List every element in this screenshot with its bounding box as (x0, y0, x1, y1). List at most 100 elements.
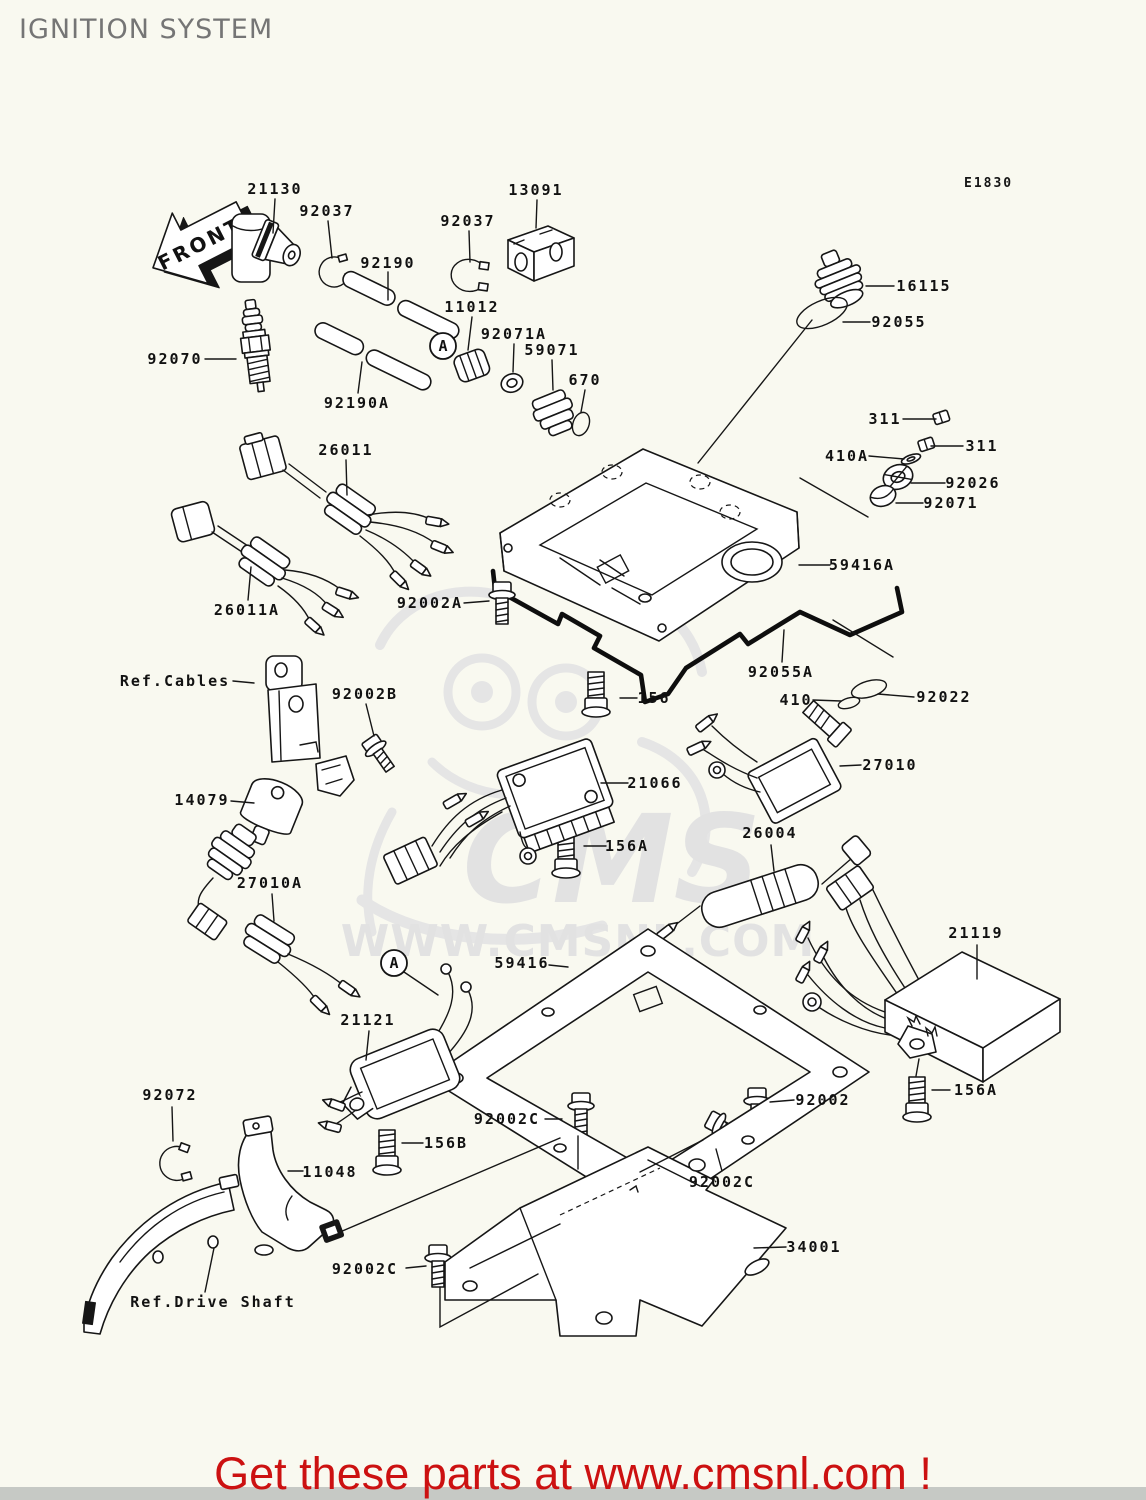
part-label: 156A (604, 837, 650, 855)
part-label: 311 (965, 437, 999, 455)
part-label: 14079 (174, 791, 230, 809)
drive-shaft-guard-drawing (82, 1173, 240, 1335)
holder-drawing (507, 225, 575, 282)
grommet-drawing (869, 484, 897, 508)
part-label: 21066 (627, 774, 683, 792)
part-label: 34001 (786, 1238, 842, 1256)
grommet-drawing (882, 463, 914, 491)
part-label: 92002B (331, 685, 399, 703)
tube-drawing (342, 270, 460, 340)
grommet-drawing (500, 372, 524, 394)
cable-bracket-drawing (265, 655, 321, 763)
regulator-drawing (383, 738, 615, 885)
part-label: 410A (824, 447, 870, 465)
leader-lines (171, 198, 978, 1329)
part-label: 92002 (795, 1091, 851, 1109)
part-label: 92002C (331, 1260, 399, 1278)
case-gasket-plate-drawing (427, 928, 870, 1219)
bolt-drawing (567, 1092, 595, 1136)
part-label: 92190 (360, 254, 416, 272)
part-label: 11048 (302, 1163, 358, 1181)
part-label: 92072 (142, 1086, 198, 1104)
page-title: IGNITION SYSTEM (19, 14, 274, 45)
cover-gasket-drawing (490, 568, 905, 705)
o-ring-drawing (571, 411, 591, 437)
svg-text:A: A (389, 954, 398, 972)
part-label: 26011A (213, 601, 281, 619)
nut-drawing (932, 409, 951, 426)
part-label: 92002C (688, 1173, 756, 1191)
part-label: 11012 (444, 298, 500, 316)
part-label: 410 (779, 691, 813, 709)
footer-promo-text[interactable]: Get these parts at www.cmsnl.com ! (214, 1448, 932, 1499)
igniter-bracket-drawing (444, 1146, 787, 1337)
part-label: 311 (868, 410, 902, 428)
part-label: 92071 (923, 494, 979, 512)
watermark-url-text: WWW.CMSNL.COM (341, 916, 816, 967)
holder-drawing (239, 755, 355, 846)
part-label: 92055A (747, 663, 815, 681)
clamp-drawing (159, 1142, 193, 1182)
igniter-drawing (795, 865, 1061, 1083)
bolt-drawing (361, 733, 395, 773)
part-label: 59416A (828, 556, 896, 574)
part-label: 92055 (871, 313, 927, 331)
bracket-drawing (237, 1115, 345, 1256)
diagram-code: E1830 (964, 176, 1014, 191)
markers-group: AA (380, 332, 457, 977)
part-label: 13091 (508, 181, 564, 199)
spark-plug-drawing (239, 298, 272, 393)
filler-cap-drawing (814, 249, 864, 309)
part-label: 156A (953, 1081, 999, 1099)
part-label: 26004 (742, 824, 798, 842)
tube-drawing (314, 322, 432, 391)
part-label: 59071 (524, 341, 580, 359)
callout-marker: A (429, 332, 457, 360)
nut-drawing (917, 436, 936, 453)
part-label: 92037 (440, 212, 496, 230)
sensor-drawing (656, 835, 872, 941)
lead-wire-drawing (239, 431, 454, 591)
part-label: 92037 (299, 202, 355, 220)
bolt-drawing (424, 1244, 452, 1288)
switch-drawing (686, 699, 852, 824)
part-label: 156B (423, 1134, 469, 1152)
part-label: 92190A (323, 394, 391, 412)
part-label: 92022 (916, 688, 972, 706)
part-label: 92002C (473, 1110, 541, 1128)
part-label: 21119 (948, 924, 1004, 942)
part-label: 92071A (480, 325, 548, 343)
part-label: 92070 (147, 350, 203, 368)
part-label: 21121 (340, 1011, 396, 1029)
part-label: 156 (637, 689, 671, 707)
part-label: 670 (568, 371, 602, 389)
bolt-drawing (372, 1129, 402, 1176)
part-label: 92026 (945, 474, 1001, 492)
o-ring-drawing (796, 296, 848, 330)
part-label: 26011 (318, 441, 374, 459)
bolt-drawing (488, 581, 516, 625)
part-label: 27010A (236, 874, 304, 892)
electric-case-cover-drawing (499, 448, 800, 642)
washer-drawing (850, 679, 888, 699)
part-label: Ref.Drive Shaft (130, 1293, 296, 1311)
joint-drawing (531, 389, 574, 437)
part-label: Ref.Cables (119, 672, 231, 690)
bolt-drawing (581, 671, 611, 718)
lead-wire-drawing (170, 500, 360, 636)
part-label: 92002A (396, 594, 464, 612)
svg-text:A: A (438, 337, 447, 355)
bolt-drawing (902, 1076, 932, 1123)
bottom-scroll-band[interactable] (0, 1487, 1146, 1500)
switch-drawing (187, 823, 361, 1016)
part-label: 59416 (494, 954, 550, 972)
washer-drawing (837, 696, 861, 710)
spark-plug-cap-drawing (231, 213, 301, 283)
part-label: 21130 (247, 180, 303, 198)
callout-marker: A (380, 949, 408, 977)
part-label: 27010 (862, 756, 918, 774)
washer-drawing (900, 453, 922, 465)
ignition-coil-drawing (317, 963, 473, 1134)
